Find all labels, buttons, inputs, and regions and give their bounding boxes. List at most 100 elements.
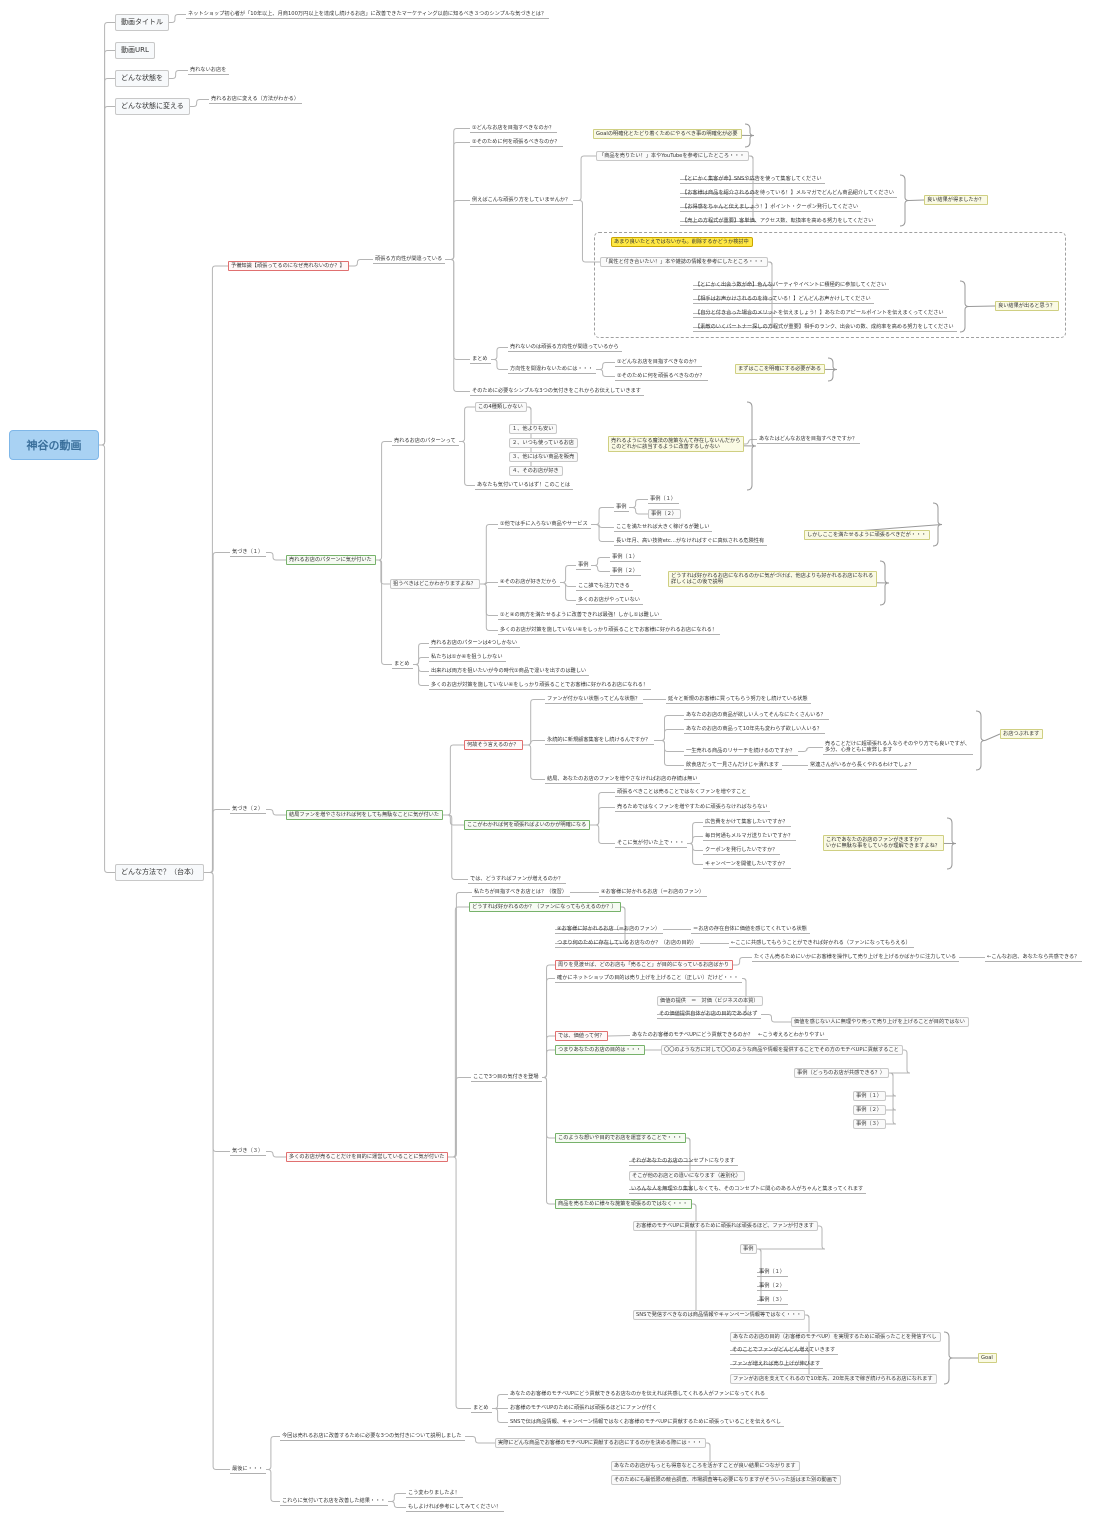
topic-k3[interactable]: 気づき（３） [230,1147,267,1156]
topic-k3a351[interactable]: それがあなたのお店のコンセプトになります [629,1157,738,1166]
topic-n7[interactable]: どうすれば好かれるお店になれるのかに気がづけば、他店よりも好かれるお店になれる … [668,571,878,587]
topic-k2a122[interactable]: あなたのお店の商品って10年先も変わらず欲しい人いる？ [684,725,825,734]
topic-p1a324[interactable]: 【素敵のいくパートナー探しの方程式が重要】相手のランク、出会いの数、成約率を高め… [693,323,957,332]
topic-k3a31[interactable]: 周りを見渡せば、どのお店も「売ること」が目的になっているお店ばかり [555,960,734,970]
topic-t3a[interactable]: 売れないお店を [188,66,230,75]
topic-e1b2[interactable]: もしよければ参考にしてみてください！ [406,1503,505,1512]
topic-k1a31[interactable]: 売れるお店のパターンは4つしかない [429,639,521,648]
topic-k1a114[interactable]: ４、そのお店が好き [509,466,563,476]
topic-k3a36112[interactable]: 事例（２） [757,1282,788,1291]
topic-n9[interactable]: これであなたのお店のファンがきますか？ いかに無駄な事をしているか理解できますよ… [823,835,944,851]
topic-p1a313[interactable]: 【お得感をちゃんと伝えましょう！】ポイント・クーポン発行してください [680,203,862,212]
topic-n1[interactable]: Goalの明確化とたどり着くためにやるべき事の明確化が必要 [593,129,742,139]
topic-k3a311[interactable]: たくさん売るためにいかにお客様を操作して売り上げを上げるかばかりに注力している [752,953,960,962]
topic-k3a3221[interactable]: 価値を感じない人に無理やり売って売り上げを上げることが目的ではない [791,1017,969,1027]
topic-t1a[interactable]: ネットショップ初心者が「10年以上、月商100万円以上を達成し続けるお店」に改善… [186,10,550,19]
topic-k2a23[interactable]: そこに気が付いた上で・・・ [615,839,688,848]
topic-p1[interactable]: 予備知識【頑張ってるのになぜ売れないのか？】 [228,261,349,271]
topic-t1[interactable]: 動画タイトル [115,14,169,31]
topic-t5[interactable]: どんな方法で？（台本） [115,864,204,881]
topic-k3a21[interactable]: ④お客様に好かれるお店（＝お店のファン） [555,925,664,934]
topic-k3a221[interactable]: ←ここに共感してもらうことができれば好かれる（ファンになってもらえる） [729,939,914,948]
topic-k1a33[interactable]: 出来れば両方を狙いたいが今の時代①商品で違いを出すのは難しい [429,667,590,676]
topic-k2a21[interactable]: 頑張るべきことは売ることではなくファンを増やすこと [615,788,750,797]
topic-k3a352[interactable]: そこが他のお店との違いになります（差別化） [629,1171,745,1181]
topic-k1[interactable]: 気づき（１） [230,548,267,557]
topic-k2a233[interactable]: クーポンを発行したいですか？ [703,846,781,855]
topic-k1a21[interactable]: ①他では手に入らない商品やサービス [498,520,591,529]
topic-k3a321[interactable]: 価値の提供 ＝ 対価（ビジネスの本質） [657,996,763,1006]
topic-p1a31[interactable]: 「商品を売りたい！」本やYouTubeを参考にしたところ・・・ [596,151,749,161]
topic-k3a33[interactable]: では、価値って何？ [555,1031,609,1041]
topic-p1a41[interactable]: 売れないのは頑張る方向性が間違っているから [508,343,622,352]
topic-k2a232[interactable]: 毎日何通もメルマガ送りたいですか？ [703,832,797,841]
topic-e1a1[interactable]: 実際にどんな商品でお客様のモチベUPに貢献するお店にするのかを決める際には・・・ [495,1438,707,1448]
topic-k3a211[interactable]: ＝お店の存在自体に価値を感じてくれている状態 [691,925,810,934]
topic-k2a3[interactable]: では、どうすればファンが増えるのか？ [468,875,567,884]
topic-k3a3622[interactable]: そのことでファンがどんどん増えていきます [730,1346,839,1355]
topic-k2a[interactable]: 結局ファンを増やさなければ何をしても無駄なことに気が付いた [286,810,444,820]
topic-n5[interactable]: 売れるようになる魔法の施策なんて存在しないんだから このどれかに該当するように改… [608,436,745,452]
topic-k3a36113[interactable]: 事例（３） [757,1296,788,1305]
topic-k3a35[interactable]: このような想いや目的でお店を運営することで・・・ [555,1133,687,1143]
topic-k1a13[interactable]: あなたも気付いているはず！このことは [475,481,574,490]
topic-t2[interactable]: 動画URL [115,42,155,59]
topic-k2a2[interactable]: ここがわかれば何を頑張ればよいのかが明確になる [464,820,591,830]
topic-k3a34111[interactable]: 事例（１） [853,1091,886,1101]
topic-k1a223[interactable]: 多くのお店がやっていない [576,596,643,605]
topic-k3a42[interactable]: お客様のモチベUPのために頑張れば頑張るほどにファンが付く [508,1404,660,1413]
topic-k3a11[interactable]: ④お客様に好かれるお店（＝お店のファン） [599,888,708,897]
topic-k1a2211[interactable]: 事例（１） [610,553,641,562]
topic-k3a3624[interactable]: ファンがお店を支えてくれるので10年先、20年先まで稼ぎ続けられるお店になれます [730,1374,937,1384]
topic-k3a2[interactable]: どうすれば好かれるのか？（ファンになってもらえるのか？） [469,902,621,912]
topic-k3a36111[interactable]: 事例（１） [757,1268,788,1277]
topic-p1a[interactable]: 頑張る方向性が間違っている [373,255,446,264]
topic-k1a[interactable]: 売れるお店のパターンに気が付いた [286,555,376,565]
topic-k1a2112[interactable]: 事例（２） [648,509,681,519]
topic-k2[interactable]: 気づき（２） [230,805,267,814]
topic-p1a421[interactable]: ①どんなお店を目指すべきなのか？ [615,358,703,367]
topic-e1a11[interactable]: あなたのお店がもっとも得意なところを活かすことが良い結果につながります [611,1461,800,1471]
root-topic[interactable]: 神谷の動画 [9,430,99,460]
topic-k3a22[interactable]: つまり何のために存在しているお店なのか？（お店の目的） [555,939,700,948]
topic-k3a362[interactable]: SNSで発信すべきなのは商品情報やキャンペーン情報等ではなく・・・ [633,1310,806,1320]
topic-k3a34112[interactable]: 事例（２） [853,1105,886,1115]
topic-t3[interactable]: どんな状態を [115,70,169,87]
topic-p1a32[interactable]: 「異性と付き合いたい！」本や雑誌の情報を参考にしたところ・・・ [600,257,768,267]
topic-n8[interactable]: お店つぶれます [1000,729,1044,739]
topic-k1a24[interactable]: 多くのお店が対策を施していない④をしっかり頑張ることでお客様に好かれるお店になれ… [498,626,721,635]
topic-n2[interactable]: 良い結果が得ましたか？ [924,195,989,205]
topic-k1a221[interactable]: 事例 [576,561,592,570]
topic-k1a213[interactable]: 長い年月、高い技術etc…がなければすぐに真似される危険性有 [614,537,768,546]
topic-k3a36[interactable]: 商品を売るために様々な施策を頑張るのではなく・・・ [555,1199,692,1209]
topic-t4a[interactable]: 売れるお店に変える（方法がわかる） [209,95,303,104]
topic-k3a3623[interactable]: ファンが増えれば売り上げが伸びます [730,1360,824,1369]
topic-k1a112[interactable]: ２、いつも使っているお店 [509,438,578,448]
topic-k3a1[interactable]: 私たちが目指すべきお店とは？（復習） [472,888,571,897]
topic-p1a422[interactable]: ②そのために何を頑張るべきなのか？ [615,372,708,381]
topic-k3a3[interactable]: ここで3つ目の気付きを登場 [471,1073,542,1082]
topic-k1a12[interactable]: あなたはどんなお店を目指すべきですか？ [757,435,861,444]
topic-k1a222[interactable]: ここ誰でも注力できる [576,582,633,591]
topic-k2a1[interactable]: 何故そう言えるのか？ [464,740,523,750]
topic-k1a11[interactable]: この4種類しかない [475,402,527,412]
topic-k2a22[interactable]: 売るためではなくファンを増やすために頑張らなければならない [615,803,771,812]
topic-k1a111[interactable]: １、他よりも安い [509,424,558,434]
topic-k3a41[interactable]: あなたのお客様のモチベUPにどう貢献できるお店なのかを伝えれば共感してくれる人が… [508,1390,769,1399]
topic-k2a234[interactable]: キャンペーンを開催したいですか？ [703,860,791,869]
topic-p1a43[interactable]: そのために必要なシンプルな3つの気付きをこれからお伝えしていきます [470,387,644,396]
topic-k1a113[interactable]: ３、他にはない商品を販売 [509,452,579,462]
topic-p1a321[interactable]: 【とにかく出会う数が命】色んなパーティやイベントに積極的に参加してください [693,281,890,290]
topic-n10[interactable]: Goal [978,1353,997,1363]
topic-k2a111[interactable]: 延々と新規のお客様に買ってもらう努力をし続けている状態 [666,695,811,704]
topic-p1a314[interactable]: 【売上の方程式が重要】客単価、アクセス数、転換率を高める努力をしてください [680,217,877,226]
topic-p1a311[interactable]: 【とにかく集客が命】SNSや広告を使って集客してください [680,175,825,184]
topic-p1a42[interactable]: 方向性を間違わないためには・・・ [508,365,597,374]
topic-p1a322[interactable]: 【相手はお声かけされるのを待っている！】どんどんお声かけしてください [693,295,874,304]
topic-k1a2212[interactable]: 事例（２） [610,567,641,576]
topic-k1a34[interactable]: 多くのお店が対策を施していない④をしっかり頑張ることでお客様に好かれるお店になれ… [429,681,652,690]
topic-k3a4[interactable]: まとめ [471,1404,492,1413]
topic-p1a4[interactable]: まとめ [470,355,491,364]
topic-p1a1[interactable]: ①どんなお店を目指すべきなのか？ [470,124,558,133]
topic-n4[interactable]: まずはここを明確にする必要がある [735,364,826,374]
